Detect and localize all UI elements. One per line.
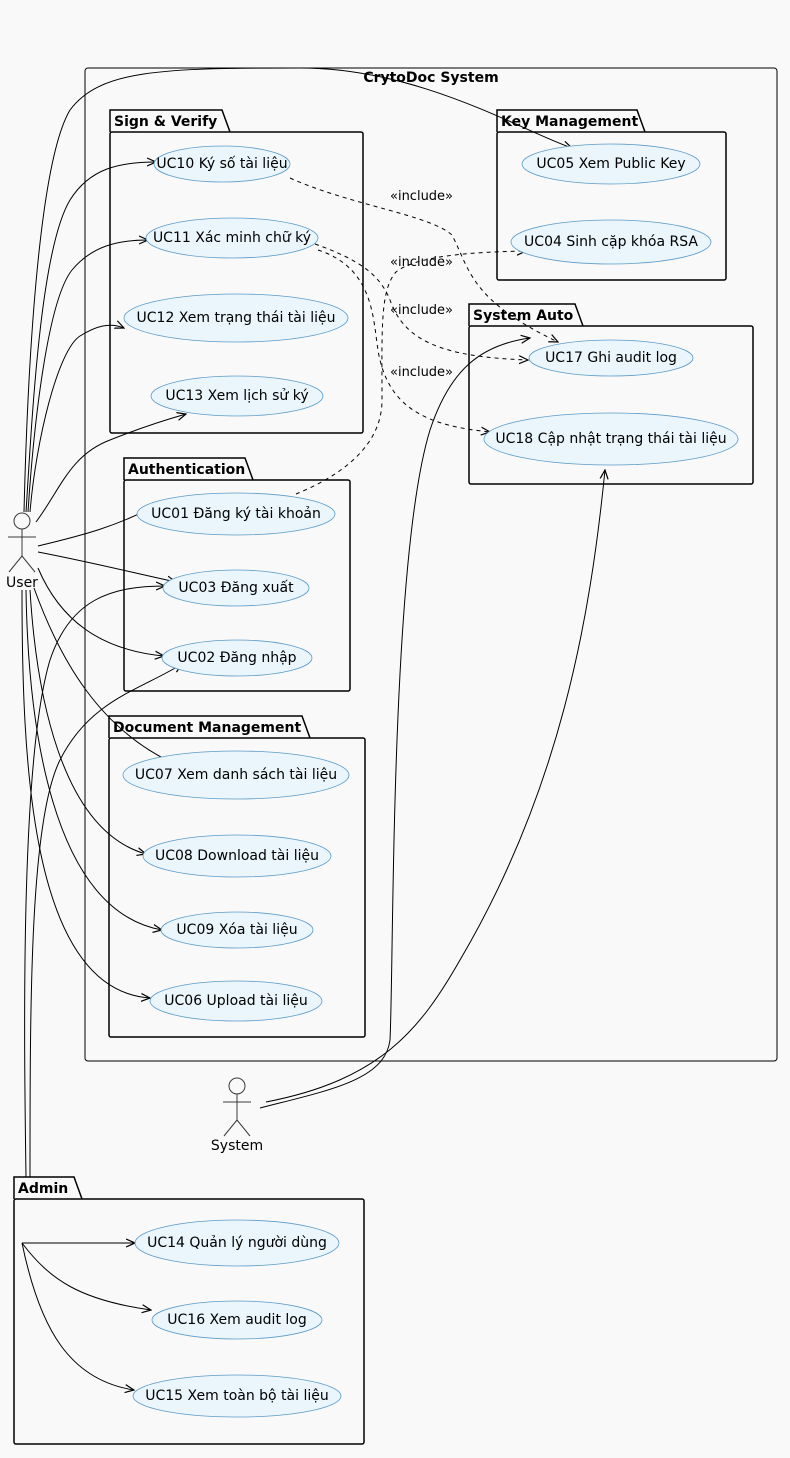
svg-text:UC07 Xem danh sách tài liệu: UC07 Xem danh sách tài liệu (135, 767, 337, 783)
use-case-uc11[interactable]: UC11 Xác minh chữ ký (145, 217, 319, 259)
package-title: System Auto (473, 308, 574, 324)
package-title: Key Management (501, 114, 638, 130)
actor-head (13, 512, 31, 530)
edge-user-uc13 (35, 414, 186, 523)
edge-user-uc05 (23, 67, 572, 513)
include-label: «include» (390, 303, 453, 318)
package-admin: Admin (13, 1176, 365, 1445)
edge-user-uc06 (21, 589, 150, 998)
svg-text:UC08 Download tài liệu: UC08 Download tài liệu (155, 848, 319, 864)
edge-system-uc17 (259, 338, 530, 1109)
use-case-uc07[interactable]: UC07 Xem danh sách tài liệu (122, 750, 350, 800)
svg-text:UC04 Sinh cặp khóa RSA: UC04 Sinh cặp khóa RSA (524, 234, 698, 250)
use-case-uc15[interactable]: UC15 Xem toàn bộ tài liệu (132, 1374, 342, 1418)
edge-admin-uc16 (21, 1242, 151, 1310)
package-system-auto: System Auto (468, 303, 754, 485)
include-label: «include» (390, 365, 453, 380)
actor-head (228, 1077, 246, 1095)
svg-text:UC11 Xác minh chữ ký: UC11 Xác minh chữ ký (153, 230, 311, 246)
svg-text:UC06 Upload tài liệu: UC06 Upload tài liệu (164, 993, 307, 1009)
use-case-uc16[interactable]: UC16 Xem audit log (151, 1300, 323, 1340)
use-case-uc18[interactable]: UC18 Cập nhật trạng thái tài liệu (483, 412, 739, 466)
association-edges (21, 67, 605, 1390)
use-case-uc01[interactable]: UC01 Đăng ký tài khoản (136, 492, 336, 536)
package-title: Sign & Verify (114, 114, 217, 130)
system-boundary: CrytoDoc System (84, 67, 778, 1062)
use-case-uc13[interactable]: UC13 Xem lịch sử ký (150, 375, 324, 417)
svg-text:UC05 Xem Public Key: UC05 Xem Public Key (536, 156, 685, 172)
svg-text:UC15 Xem toàn bộ tài liệu: UC15 Xem toàn bộ tài liệu (145, 1388, 328, 1404)
use-case-uc10[interactable]: UC10 Ký số tài liệu (153, 145, 291, 183)
edge-user-uc10 (25, 162, 156, 513)
use-case-uc03[interactable]: UC03 Đăng xuất (162, 569, 310, 607)
use-case-uc12[interactable]: UC12 Xem trạng thái tài liệu (123, 293, 349, 343)
package-title: Admin (18, 1181, 68, 1197)
svg-text:UC16 Xem audit log: UC16 Xem audit log (167, 1312, 306, 1328)
package-title: Authentication (128, 462, 245, 478)
actor-system[interactable]: System (211, 1077, 263, 1154)
use-case-uc02[interactable]: UC02 Đăng nhập (161, 639, 313, 677)
package-title: Document Management (113, 720, 301, 736)
svg-text:UC17 Ghi audit log: UC17 Ghi audit log (545, 350, 677, 366)
edge-user-uc09 (25, 589, 162, 930)
edge-user-uc12 (29, 325, 124, 513)
svg-text:UC12 Xem trạng thái tài liệu: UC12 Xem trạng thái tài liệu (137, 310, 336, 326)
svg-text:UC14 Quản lý người dùng: UC14 Quản lý người dùng (147, 1235, 327, 1251)
use-case-uc14[interactable]: UC14 Quản lý người dùng (134, 1219, 340, 1267)
svg-text:UC18 Cập nhật trạng thái tài l: UC18 Cập nhật trạng thái tài liệu (495, 431, 726, 447)
svg-text:UC13 Xem lịch sử ký: UC13 Xem lịch sử ký (165, 388, 308, 404)
actor-user[interactable]: User (6, 512, 38, 591)
edge-user-uc08 (29, 589, 146, 854)
svg-text:UC02 Đăng nhập: UC02 Đăng nhập (177, 650, 296, 666)
include-edges: «include» «include» «include» «include» (289, 177, 558, 495)
include-label: «include» (390, 255, 453, 270)
use-case-uc09[interactable]: UC09 Xóa tài liệu (160, 911, 314, 949)
edge-system-uc18 (265, 470, 605, 1103)
svg-text:UC03 Đăng xuất: UC03 Đăng xuất (178, 580, 294, 596)
svg-text:UC01 Đăng ký tài khoản: UC01 Đăng ký tài khoản (151, 506, 321, 522)
package-key-management: Key Management (496, 109, 727, 281)
edge-user-uc07 (33, 587, 175, 764)
svg-text:UC10 Ký số tài liệu: UC10 Ký số tài liệu (156, 155, 287, 172)
include-label: «include» (390, 189, 453, 204)
edge-uc11-uc17 (314, 243, 528, 360)
edge-admin-uc03 (24, 586, 165, 1178)
edge-uc11-uc18 (317, 249, 490, 432)
actor-label: User (6, 575, 38, 591)
edge-admin-uc02 (29, 664, 182, 1178)
system-title: CrytoDoc System (363, 70, 498, 86)
edge-user-uc03 (37, 551, 176, 582)
edge-uc10-uc17 (289, 177, 558, 342)
actor-label: System (211, 1138, 263, 1154)
use-case-uc04[interactable]: UC04 Sinh cặp khóa RSA (510, 219, 712, 265)
package-authentication: Authentication (123, 457, 351, 692)
edge-admin-uc15 (21, 1242, 134, 1390)
package-document-management: Document Management (108, 715, 366, 1038)
use-case-uc08[interactable]: UC08 Download tài liệu (142, 834, 332, 878)
use-case-uc05[interactable]: UC05 Xem Public Key (521, 143, 701, 185)
use-case-uc06[interactable]: UC06 Upload tài liệu (149, 980, 323, 1022)
svg-text:UC09 Xóa tài liệu: UC09 Xóa tài liệu (176, 922, 297, 938)
use-case-uc17[interactable]: UC17 Ghi audit log (528, 339, 694, 377)
edge-user-uc11 (27, 240, 148, 513)
package-sign-verify: Sign & Verify (109, 109, 364, 434)
edge-user-uc02 (37, 567, 164, 656)
use-cases: UC10 Ký số tài liệu UC11 Xác minh chữ ký… (122, 143, 739, 1418)
